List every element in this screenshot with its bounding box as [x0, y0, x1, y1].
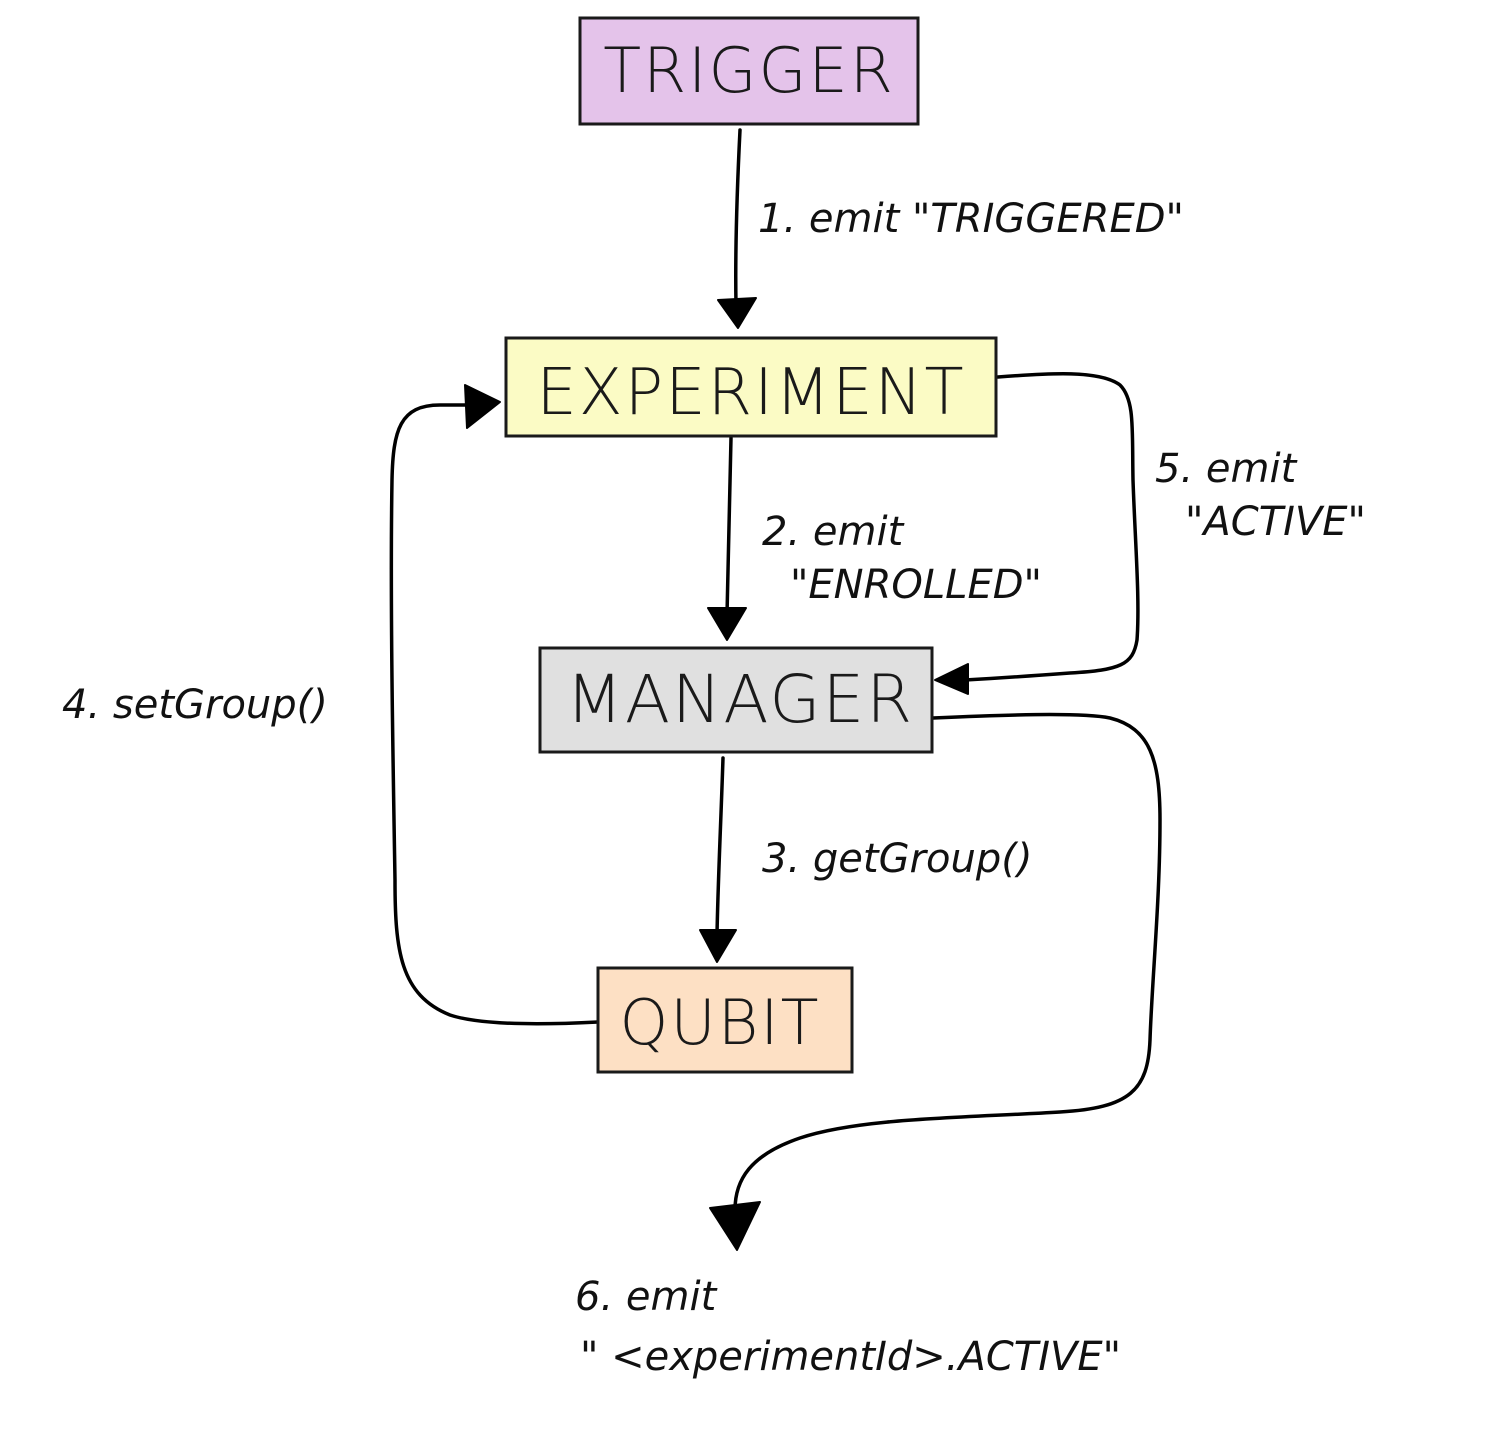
experiment-box: [504, 336, 998, 438]
edge-experiment-to-manager: [725, 436, 733, 617]
arrowhead-experiment-left: [464, 384, 501, 429]
edge-label-step1: 1. emit "TRIGGERED": [758, 196, 1184, 242]
edge-label-step5-line2: "ACTIVE": [1185, 499, 1366, 545]
edge-trigger-to-experiment: [733, 128, 742, 307]
arrowhead-output: [709, 1201, 761, 1251]
qubit-label: QUBIT: [620, 986, 821, 1059]
arrowhead-experiment-top: [717, 297, 757, 329]
trigger-label: TRIGGER: [603, 34, 895, 107]
manager-label: MANAGER: [566, 661, 914, 738]
qubit-box: [596, 966, 854, 1074]
edge-label-step6-line1: 6. emit: [575, 1274, 718, 1320]
edge-qubit-to-experiment: [389, 403, 600, 1026]
arrowhead-qubit-top: [699, 929, 737, 963]
edge-label-step6-line2: " <experimentId>.ACTIVE": [580, 1334, 1121, 1380]
edge-label-step5-line1: 5. emit: [1155, 446, 1298, 492]
node-manager: MANAGER: [538, 646, 934, 754]
edge-label-step2-line2: "ENROLLED": [790, 562, 1042, 608]
experiment-label: EXPERIMENT: [536, 356, 965, 430]
node-qubit: QUBIT: [596, 966, 854, 1074]
edge-label-step4: 4. setGroup(): [62, 682, 328, 728]
trigger-box: [578, 16, 920, 126]
manager-box: [538, 646, 934, 754]
arrowhead-manager-right: [934, 663, 969, 695]
node-trigger: TRIGGER: [578, 16, 920, 126]
edge-label-step2-line1: 2. emit: [762, 509, 905, 555]
edge-manager-to-qubit: [715, 756, 725, 937]
node-experiment: EXPERIMENT: [504, 336, 998, 438]
arrowhead-manager-top: [707, 607, 747, 641]
edge-experiment-to-manager-active: [963, 372, 1140, 682]
edge-label-step3: 3. getGroup(): [762, 836, 1032, 882]
edge-manager-to-output: [733, 712, 1162, 1212]
